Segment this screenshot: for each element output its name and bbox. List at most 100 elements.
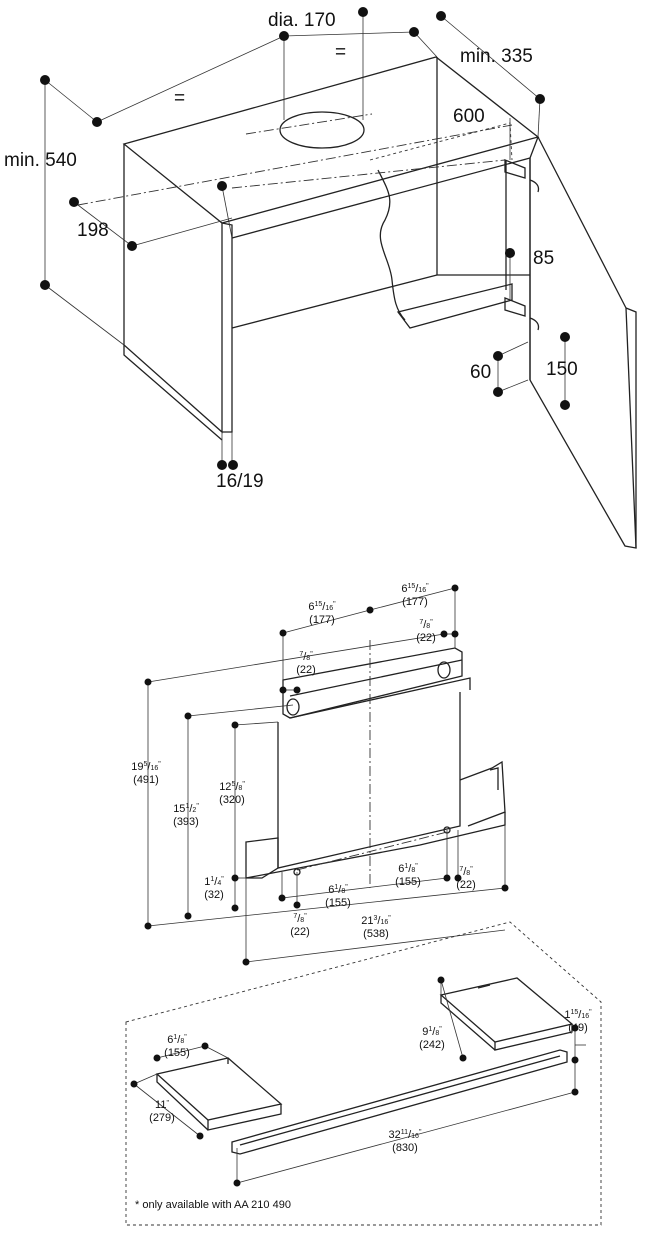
left-panel-edge xyxy=(207,1104,282,1131)
cabinet-door-edge xyxy=(625,307,637,548)
right-panel-side xyxy=(440,995,496,1051)
accessory-boundary xyxy=(125,921,602,1226)
dim-540-top-ext xyxy=(44,79,98,123)
label-155-left-inch: 61/8" xyxy=(328,884,348,896)
label-198: 198 xyxy=(77,220,109,241)
centerline-hole-h xyxy=(245,113,373,135)
label-s49-mm: (49) xyxy=(568,1022,588,1034)
label-177-right-mm: (177) xyxy=(402,596,428,608)
label-600: 600 xyxy=(453,106,485,127)
dot-16-right xyxy=(228,460,238,470)
label-22-right-mm: (22) xyxy=(416,632,436,644)
dot-s830-left xyxy=(233,1179,241,1187)
dot-s279-top xyxy=(130,1080,138,1088)
label-s155-inch: 61/8" xyxy=(167,1034,187,1046)
label-dia-170: dia. 170 xyxy=(268,10,336,31)
cabinet-right-top xyxy=(529,136,539,159)
cabinet-left-edge xyxy=(221,222,233,433)
label-491-inch: 195/16" xyxy=(131,761,161,773)
accessory-diagram: 61/8"(155) 11"(279) 91/8"(242) 115/16"(4… xyxy=(125,921,602,1226)
cabinet-inner-bottom xyxy=(231,274,438,329)
label-32-inch: 11/4" xyxy=(204,876,224,888)
label-177-right-inch: 615/16" xyxy=(401,583,429,595)
dot-85-top xyxy=(505,248,515,258)
label-150: 150 xyxy=(546,359,578,380)
frame-centerline-h xyxy=(296,831,448,871)
label-s155-mm: (155) xyxy=(164,1047,190,1059)
hinge-bottom xyxy=(504,297,526,317)
label-393: 151/2"(393) xyxy=(173,803,199,828)
dot-540-bottom xyxy=(40,280,50,290)
label-equal-top: = xyxy=(335,42,346,63)
dim-335-ext xyxy=(537,98,541,138)
label-32: 11/4"(32) xyxy=(204,876,224,901)
label-min-335: min. 335 xyxy=(460,46,533,67)
dot-60-bottom xyxy=(493,387,503,397)
dim-491-bottom xyxy=(147,887,506,927)
dim-491-top-ext xyxy=(147,633,445,683)
label-177-right: 615/16"(177) xyxy=(401,583,429,608)
dot-335-top xyxy=(436,11,446,21)
label-538-mm: (538) xyxy=(363,928,389,940)
footnote: * only available with AA 210 490 xyxy=(135,1199,291,1211)
left-panel-side xyxy=(156,1074,209,1131)
frame-top-bar-lip xyxy=(289,677,471,719)
right-panel-top xyxy=(439,977,574,1043)
dot-538-right xyxy=(501,884,509,892)
dot-60-top xyxy=(493,351,503,361)
centerline-depth xyxy=(231,159,506,189)
dot-393-top xyxy=(184,712,192,720)
label-22-left: 7/8"(22) xyxy=(296,651,316,676)
cabinet-left-side xyxy=(123,144,223,434)
dim-s155-ext xyxy=(204,1045,229,1059)
label-s242-inch: 91/8" xyxy=(422,1026,442,1038)
dim-198-ext2 xyxy=(221,185,233,239)
dot-335-bottom xyxy=(535,94,545,104)
dot-s155-right xyxy=(201,1042,209,1050)
label-155-right-inch: 61/8" xyxy=(398,863,418,875)
label-22b-right: 7/8"(22) xyxy=(456,866,476,891)
hinge-bottom-arm xyxy=(529,317,540,331)
label-22b-right-inch: 7/8" xyxy=(459,866,473,878)
label-s830: 3211/16"(830) xyxy=(389,1129,422,1154)
dot-177-right xyxy=(451,584,459,592)
label-393-inch: 151/2" xyxy=(173,803,199,815)
frame-left-bracket xyxy=(245,837,279,879)
label-320-mm: (320) xyxy=(219,794,245,806)
dot-538-left xyxy=(242,958,250,966)
dim-s279-ext xyxy=(133,1073,158,1085)
dot-22-right-b xyxy=(451,630,459,638)
label-177-left-inch: 615/16" xyxy=(308,601,336,613)
cabinet-diagram: dia. 170 = = min. 335 600 min. 540 198 8… xyxy=(4,7,637,549)
duct-hole xyxy=(279,111,365,149)
left-panel-top xyxy=(155,1057,283,1121)
label-22-left-mm: (22) xyxy=(296,664,316,676)
right-panel-edge xyxy=(494,1024,573,1051)
label-s242: 91/8"(242) xyxy=(419,1026,445,1051)
dim-538-line xyxy=(245,929,506,963)
dot-eq-left xyxy=(92,117,102,127)
label-s279-mm: (279) xyxy=(149,1112,175,1124)
cabinet-top-panel xyxy=(122,56,540,224)
label-22-right-inch: 7/8" xyxy=(419,619,433,631)
dim-155-line xyxy=(281,877,448,899)
frame-plate xyxy=(277,692,461,869)
dot-16-left xyxy=(217,460,227,470)
label-s49: 115/16"(49) xyxy=(564,1009,592,1034)
dot-depth xyxy=(217,181,227,191)
label-85: 85 xyxy=(533,248,554,269)
label-320: 125/8"(320) xyxy=(219,781,245,806)
label-177-left: 615/16"(177) xyxy=(308,601,336,626)
dot-198-bottom xyxy=(127,241,137,251)
centerline-198 xyxy=(77,124,513,206)
label-s49-inch: 115/16" xyxy=(564,1009,592,1021)
hinge-top-arm xyxy=(529,179,540,193)
cabinet-front-upper xyxy=(231,157,531,239)
label-538-inch: 213/16" xyxy=(361,915,391,927)
keyhole-right xyxy=(437,661,451,679)
dim-320-top-ext xyxy=(234,721,279,726)
dot-32-top xyxy=(231,874,239,882)
hood-shelf xyxy=(396,283,513,329)
label-538: 213/16"(538) xyxy=(361,915,391,940)
dot-s830-right xyxy=(571,1088,579,1096)
